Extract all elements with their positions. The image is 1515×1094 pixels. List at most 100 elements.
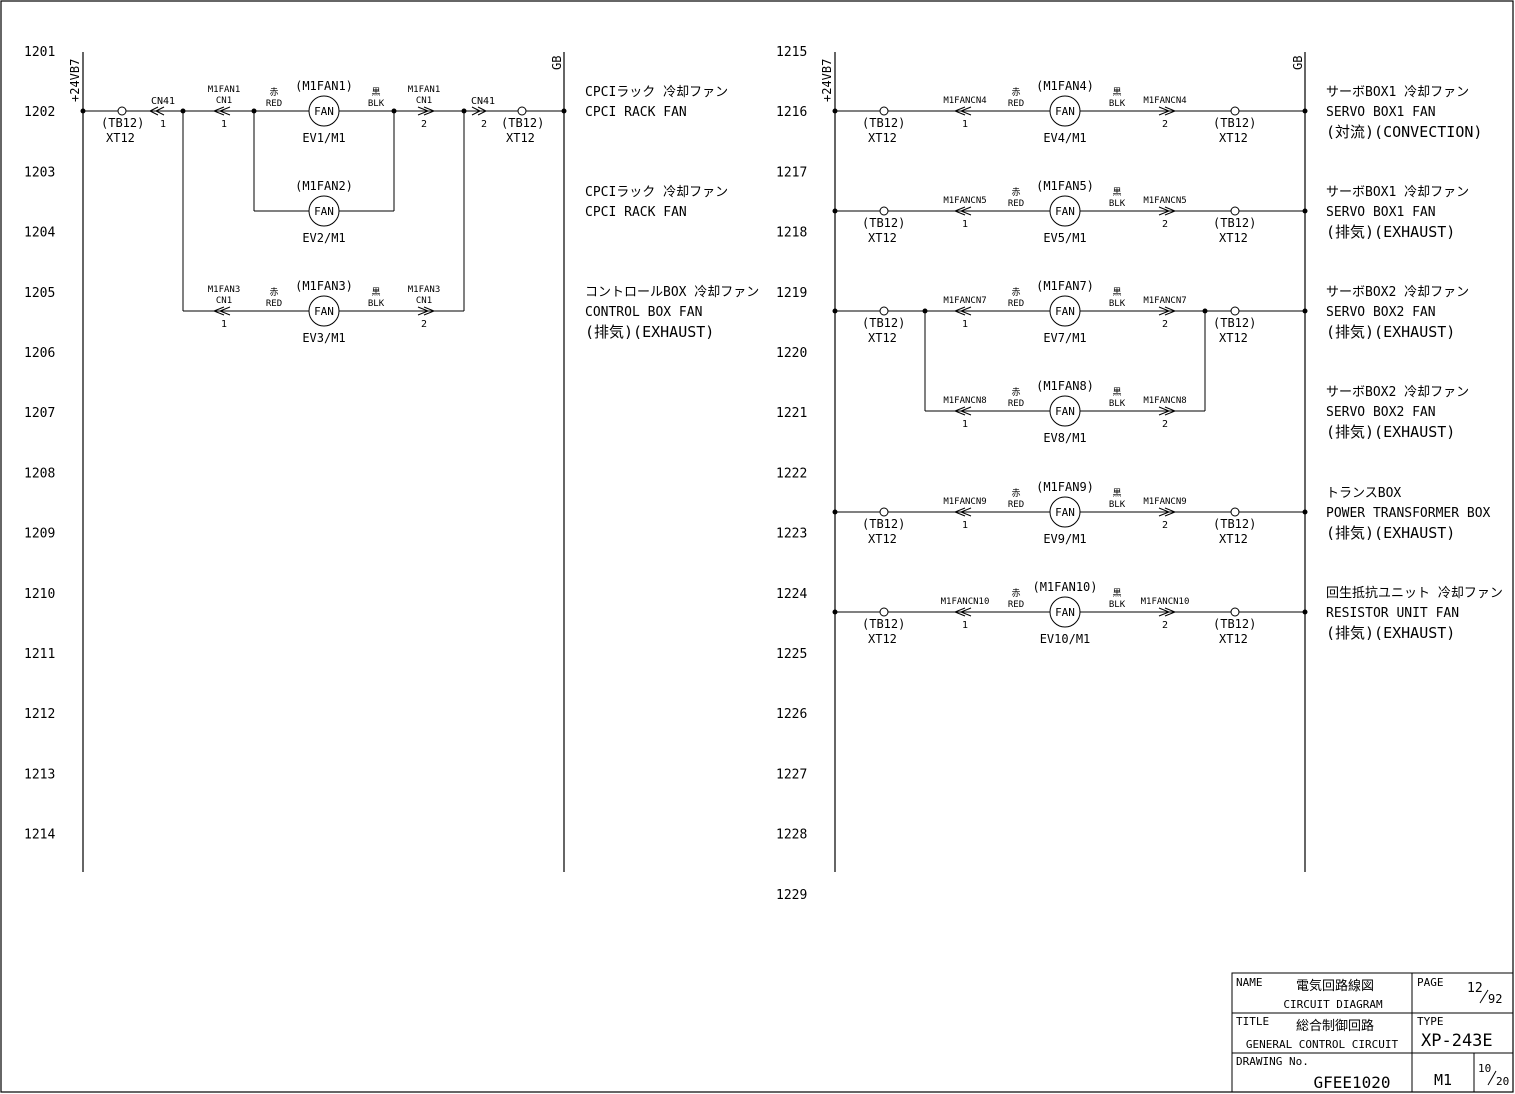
- desc-en: CPCI RACK FAN: [585, 105, 687, 120]
- xt12-label: XT12: [868, 331, 897, 345]
- rung-number: 1214: [24, 828, 55, 843]
- fan-rung-2: (TB12)XT12(TB12)XT12FAN(M1FAN5)EV5/M1M1F…: [832, 179, 1308, 245]
- rung-number: 1204: [24, 226, 55, 241]
- tb12-label: (TB12): [1213, 617, 1256, 631]
- junction-dot: [1302, 609, 1308, 615]
- fan-m1fan1: FAN (M1FAN1) EV1/M1 M1FAN1 CN1 1 赤 RED 黒…: [208, 79, 441, 145]
- tb12-label: (TB12): [862, 216, 905, 230]
- rung-number: 1216: [776, 105, 807, 120]
- wire-color-jp: 黒: [1112, 87, 1121, 98]
- xt12-label: XT12: [1219, 331, 1248, 345]
- fan-rung-4: FAN(M1FAN8)EV8/M1M1FANCN81M1FANCN82赤RED黒…: [943, 379, 1186, 445]
- fan-symbol: [1049, 496, 1081, 528]
- connector-name: M1FANCN8: [1143, 396, 1186, 406]
- fan-id: (M1FAN7): [1036, 279, 1094, 293]
- tb12-label: (TB12): [1213, 517, 1256, 531]
- wire-color: RED: [1008, 199, 1024, 209]
- left-descriptions: CPCIラック 冷却ファン CPCI RACK FAN CPCIラック 冷却ファ…: [585, 85, 759, 341]
- connector-name: CN1: [416, 296, 432, 306]
- desc-en: SERVO BOX1 FAN: [1326, 105, 1436, 120]
- fan-ev: EV4/M1: [1043, 131, 1086, 145]
- rung-number: 1219: [776, 286, 807, 301]
- junction-dot: [832, 108, 838, 114]
- rung-number: 1208: [24, 466, 55, 481]
- fan-ev: EV3/M1: [302, 331, 345, 345]
- fraction-slash: [1479, 989, 1489, 1004]
- tb12-label: (TB12): [1213, 316, 1256, 330]
- rung-number: 1227: [776, 767, 807, 782]
- connector-name: M1FANCN10: [1141, 597, 1190, 607]
- pin-label: 1: [160, 119, 166, 130]
- wire-color: BLK: [1109, 399, 1126, 409]
- type-label: TYPE: [1417, 1015, 1444, 1028]
- pin-label: 2: [1162, 620, 1168, 631]
- connector-name: CN1: [216, 296, 232, 306]
- desc-jp: サーボBOX1 冷却ファン: [1326, 185, 1469, 200]
- wire-color: RED: [1008, 299, 1024, 309]
- fan-ev: EV10/M1: [1040, 632, 1091, 646]
- tb12-label: (TB12): [862, 517, 905, 531]
- page-label: PAGE: [1417, 976, 1444, 989]
- wire-color-jp: 黒: [1112, 488, 1121, 499]
- connector-cn41-left: [148, 106, 165, 116]
- junction-dot: [832, 308, 838, 314]
- fan-ev: EV2/M1: [302, 231, 345, 245]
- terminal-tb12-right: [1230, 607, 1240, 617]
- desc-en: CPCI RACK FAN: [585, 205, 687, 220]
- name-jp: 電気回路線図: [1296, 978, 1374, 994]
- page-number: 12: [1467, 981, 1483, 996]
- fan-id: (M1FAN9): [1036, 480, 1094, 494]
- terminal-tb12-right: [1230, 106, 1240, 116]
- pin-label: 2: [421, 119, 427, 130]
- wire-color: BLK: [1109, 600, 1126, 610]
- rung-number: 1209: [24, 527, 55, 542]
- desc-en: SERVO BOX1 FAN: [1326, 205, 1436, 220]
- fraction-slash: [1487, 1070, 1497, 1086]
- desc-en: SERVO BOX2 FAN: [1326, 305, 1436, 320]
- connector-name: CN1: [416, 96, 432, 106]
- pin-label: 1: [962, 419, 968, 430]
- fan-symbol: [1049, 195, 1081, 227]
- title-en: GENERAL CONTROL CIRCUIT: [1246, 1038, 1399, 1051]
- name-label: NAME: [1236, 976, 1263, 989]
- connector-symbol: [953, 507, 972, 517]
- fan-id: (M1FAN5): [1036, 179, 1094, 193]
- desc-note: (排気)(EXHAUST): [1326, 423, 1455, 441]
- rung-number: 1203: [24, 165, 55, 180]
- terminal-tb12-left: [879, 306, 889, 316]
- fan-ev: EV9/M1: [1043, 532, 1086, 546]
- wire-color-jp: 黒: [1112, 287, 1121, 298]
- desc-jp: サーボBOX2 冷却ファン: [1326, 385, 1469, 400]
- xt12-label: XT12: [1219, 231, 1248, 245]
- wire-color: RED: [266, 299, 282, 309]
- junction-dot: [1302, 108, 1308, 114]
- terminal-tb12-left: [879, 507, 889, 517]
- wire-color: RED: [1008, 99, 1024, 109]
- sheet-number: 10: [1478, 1062, 1491, 1075]
- sheet-total: 20: [1496, 1075, 1509, 1088]
- fan-symbol: [1049, 395, 1081, 427]
- rung-number: 1206: [24, 346, 55, 361]
- wire-color-jp: 赤: [1011, 187, 1020, 198]
- title-jp: 総合制御回路: [1296, 1018, 1374, 1034]
- wire-color: BLK: [1109, 500, 1126, 510]
- connector-symbol: [417, 306, 436, 316]
- tb12-label: (TB12): [101, 116, 144, 130]
- pin-label: 1: [962, 620, 968, 631]
- rung-number: 1212: [24, 707, 55, 722]
- fan-ev: EV7/M1: [1043, 331, 1086, 345]
- xt12-label: XT12: [106, 131, 135, 145]
- desc-jp: CPCIラック 冷却ファン: [585, 85, 728, 100]
- pin-label: 1: [962, 319, 968, 330]
- fan-text: FAN: [1055, 405, 1075, 418]
- fan-symbol: [308, 195, 340, 227]
- pin-label: 2: [1162, 319, 1168, 330]
- wire-color-jp: 赤: [269, 87, 278, 98]
- desc-jp: CPCIラック 冷却ファン: [585, 185, 728, 200]
- terminal-tb12-right: [1230, 206, 1240, 216]
- rung-number: 1228: [776, 828, 807, 843]
- desc-jp: トランスBOX: [1326, 486, 1401, 501]
- desc-note: (排気)(EXHAUST): [1326, 323, 1455, 341]
